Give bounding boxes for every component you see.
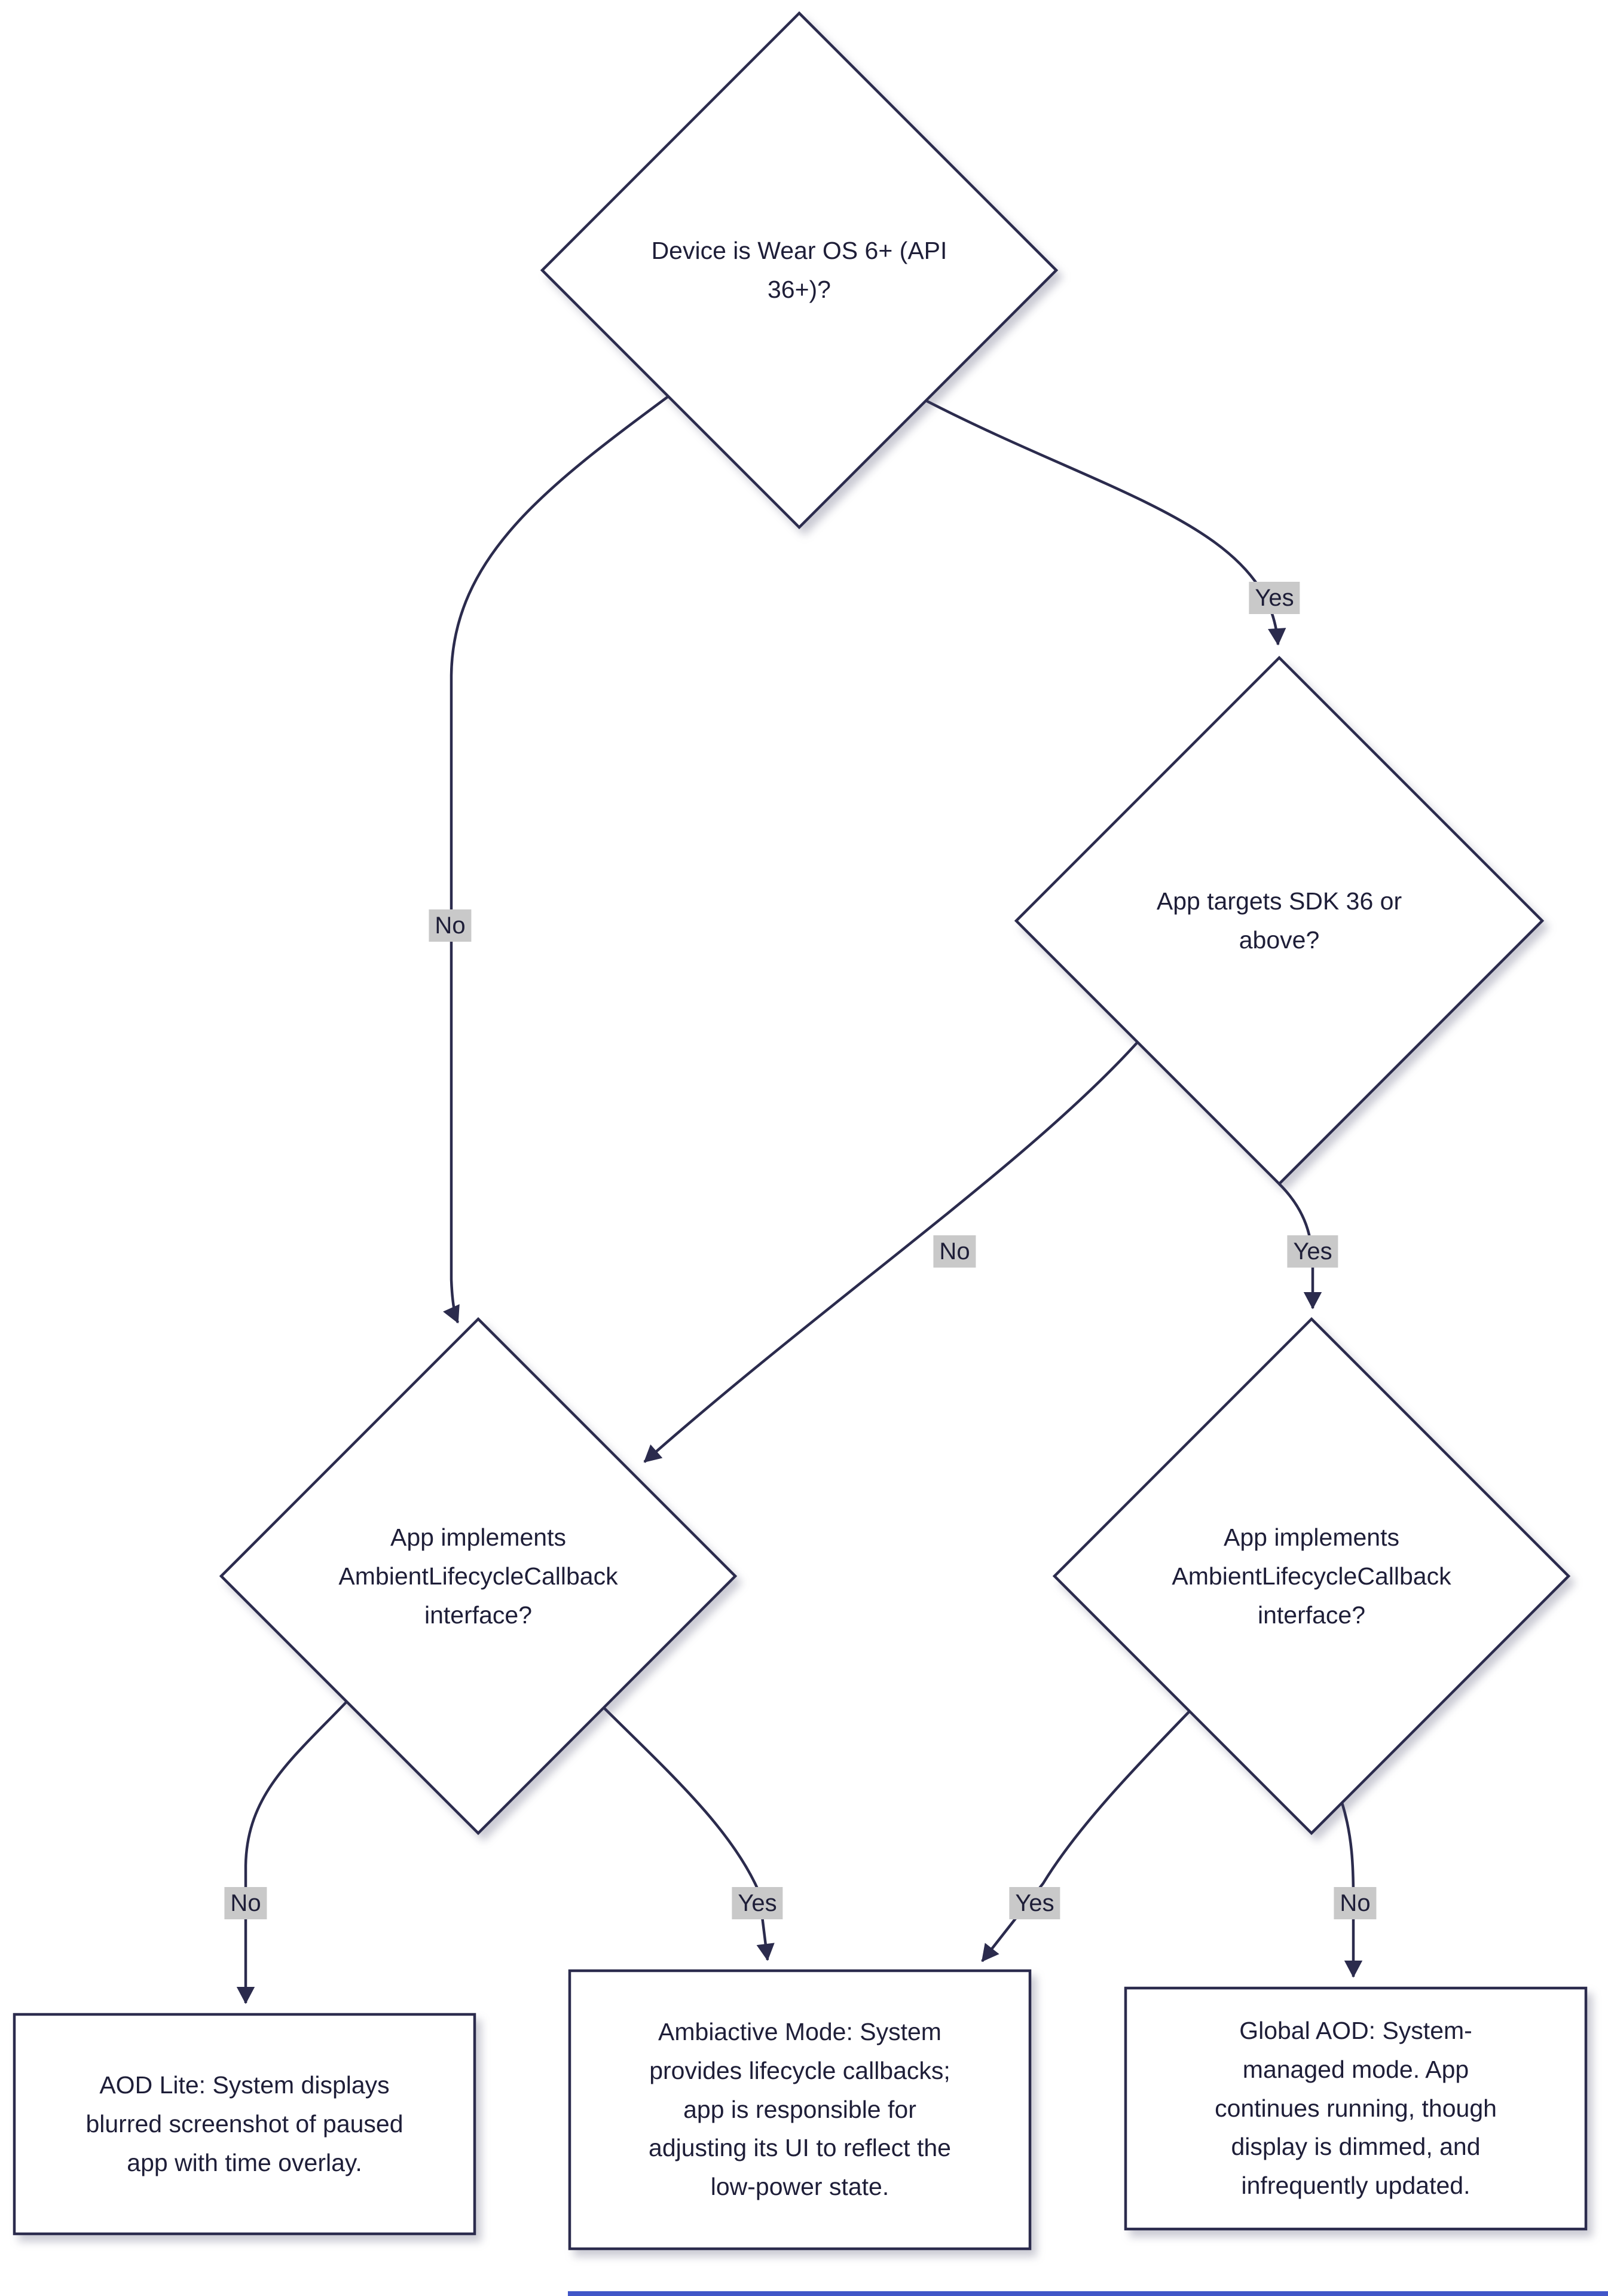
result-global-aod-label: Global AOD: System-managed mode. App con… — [1215, 2017, 1497, 2200]
edge-label-sdk-no: No — [933, 1235, 976, 1268]
decision-ambient-callback-right-shape — [1052, 1317, 1571, 1836]
node-shape-layer — [13, 11, 1588, 2251]
edge-device-no — [443, 395, 670, 1324]
cropped-bottom-strip — [568, 2291, 1608, 2296]
decision-ambient-callback-left-shape — [219, 1317, 738, 1836]
edge-label-left-no: No — [224, 1887, 267, 1919]
edge-label-right-yes: Yes — [1009, 1887, 1060, 1919]
result-ambiactive-label: Ambiactive Mode: System provides lifecyc… — [649, 2018, 951, 2201]
decision-ambient-callback-left-label: App implements AmbientLifecycleCallback … — [338, 1523, 618, 1629]
decision-device-wear-os-label: Device is Wear OS 6+ (API 36+)? — [651, 237, 947, 303]
edge-left-no — [236, 1700, 348, 2004]
result-ambiactive-shape — [568, 1969, 1032, 2251]
result-global-aod-shape — [1124, 1986, 1588, 2231]
edge-sdk-no — [643, 1041, 1139, 1463]
edge-label-right-no: No — [1334, 1887, 1377, 1919]
edge-label-sdk-yes: Yes — [1287, 1235, 1338, 1268]
edge-label-left-yes: Yes — [732, 1887, 783, 1919]
edge-device-yes — [925, 399, 1286, 646]
result-aod-lite-label: AOD Lite: System displays blurred screen… — [85, 2071, 403, 2176]
decision-app-targets-sdk-shape — [1014, 655, 1545, 1186]
edge-right-yes — [981, 1710, 1191, 1962]
edge-label-device-yes: Yes — [1249, 582, 1300, 614]
decision-app-targets-sdk-label: App targets SDK 36 or above? — [1156, 887, 1402, 954]
result-aod-lite-shape — [13, 2013, 476, 2236]
decision-device-wear-os-shape — [540, 11, 1059, 530]
decision-ambient-callback-right-label: App implements AmbientLifecycleCallback … — [1172, 1523, 1451, 1629]
edge-label-device-no: No — [429, 909, 472, 942]
edge-left-yes — [603, 1706, 775, 1961]
